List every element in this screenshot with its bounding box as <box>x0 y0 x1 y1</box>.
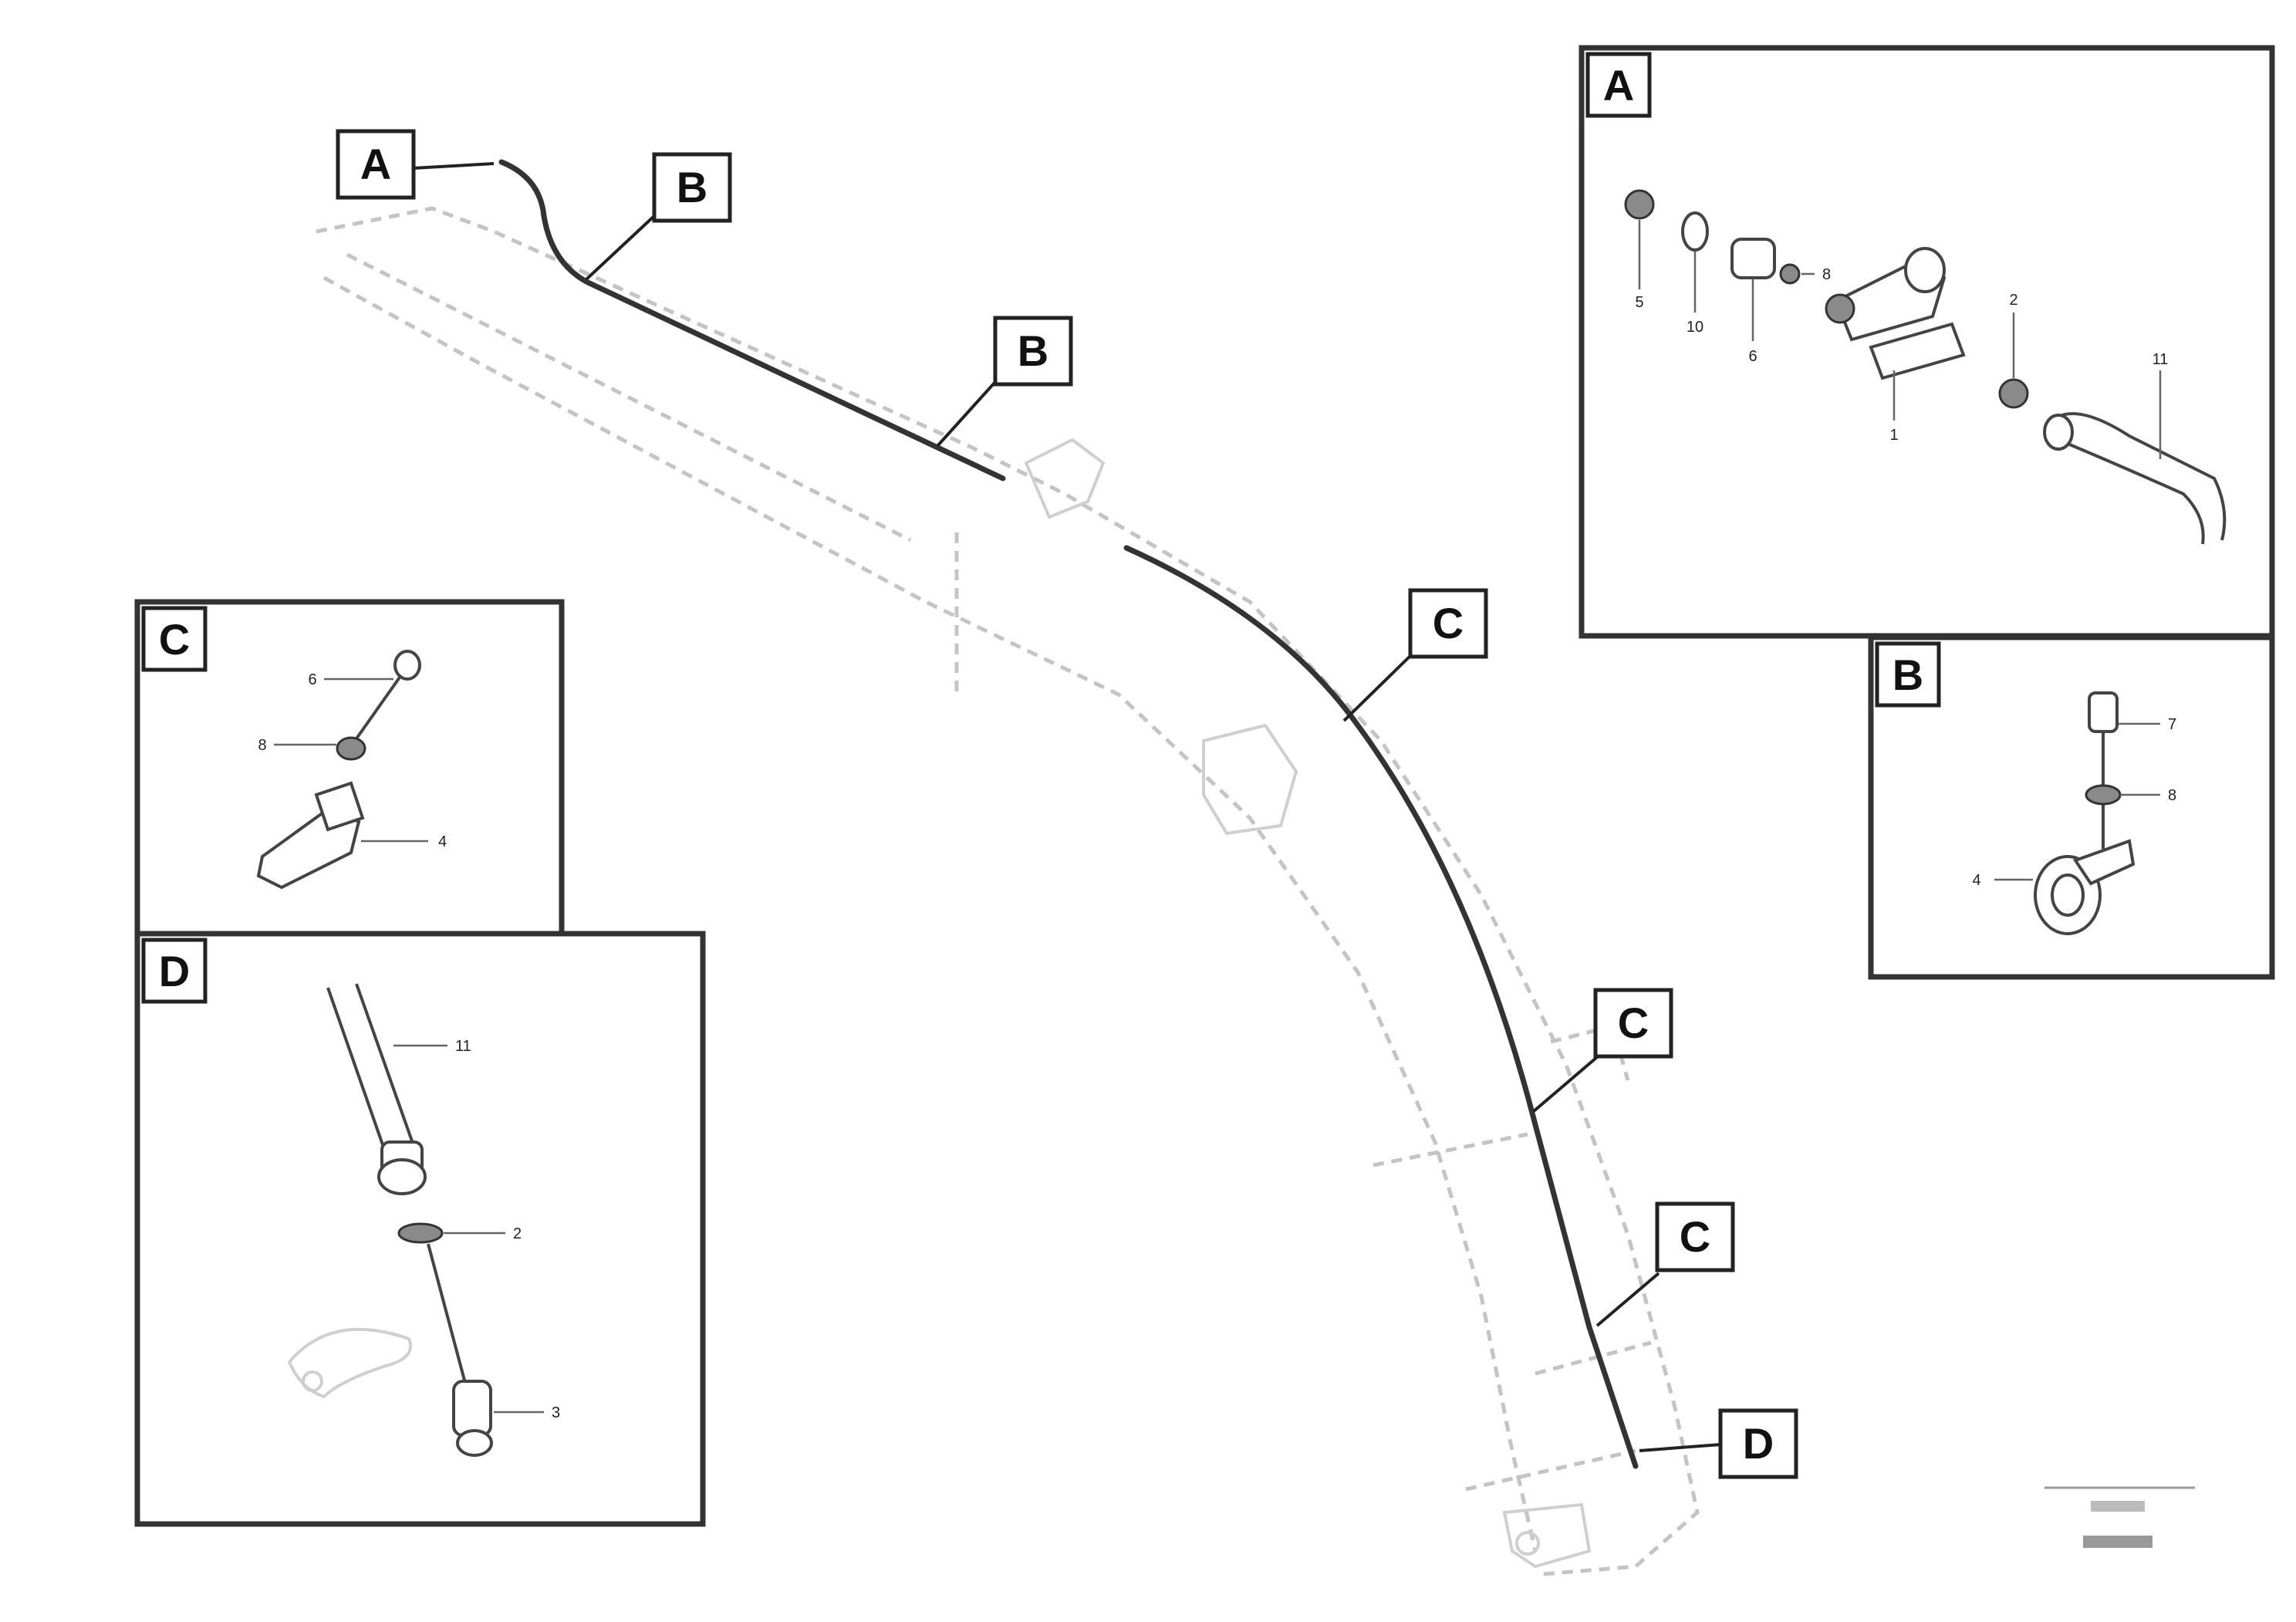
detail-view-b: B 7 8 4 <box>1868 634 2275 980</box>
detail-c-label: C <box>159 615 190 664</box>
washer-part <box>397 1222 444 1244</box>
washer-part <box>336 736 366 761</box>
detail-view-a: A 5 10 6 8 1 2 11 <box>1578 45 2275 639</box>
detail-d-label: D <box>159 947 190 995</box>
svg-text:11: 11 <box>455 1038 471 1055</box>
hydraulic-pipe <box>498 159 1639 1469</box>
clamp-plate-part <box>1869 322 1966 380</box>
washer-part <box>1681 211 1709 252</box>
svg-text:8: 8 <box>1822 266 1831 283</box>
detail-view-d: D 11 2 3 <box>134 931 706 1527</box>
detail-view-c: C 6 8 4 <box>134 599 565 943</box>
reference-stamp <box>2044 1486 2195 1548</box>
main-callouts: A B B C C C D <box>336 129 1798 1479</box>
coupling-part <box>452 1380 492 1437</box>
spacer-part <box>1998 378 2029 409</box>
svg-text:7: 7 <box>2168 716 2176 733</box>
nut-part <box>1624 189 1655 220</box>
svg-text:11: 11 <box>2152 351 2169 368</box>
bushing-part <box>1730 238 1776 279</box>
washer-small-part <box>1779 263 1801 285</box>
svg-text:4: 4 <box>438 833 447 850</box>
callout-c-2: C <box>1618 999 1649 1047</box>
callout-d: D <box>1743 1419 1774 1468</box>
svg-text:6: 6 <box>1748 348 1757 365</box>
svg-text:2: 2 <box>513 1225 522 1242</box>
svg-text:3: 3 <box>552 1404 560 1421</box>
svg-text:1: 1 <box>1889 427 1898 444</box>
svg-text:6: 6 <box>308 671 316 688</box>
bolt-part <box>2088 691 2119 733</box>
svg-text:8: 8 <box>258 737 266 754</box>
svg-text:10: 10 <box>1687 319 1703 336</box>
detail-a-label: A <box>1603 61 1634 110</box>
svg-text:5: 5 <box>1635 294 1643 311</box>
callout-b-1: B <box>677 163 707 211</box>
svg-text:4: 4 <box>1972 872 1980 889</box>
washer-part <box>2085 784 2122 806</box>
mounting-bracket-outline <box>287 1327 412 1399</box>
callout-b-2: B <box>1018 326 1048 375</box>
bolt-head-part <box>393 650 421 681</box>
svg-text:8: 8 <box>2168 787 2176 804</box>
svg-text:2: 2 <box>2009 292 2017 309</box>
callout-c-1: C <box>1433 599 1464 647</box>
detail-b-label: B <box>1893 650 1923 699</box>
callout-c-3: C <box>1680 1212 1710 1261</box>
callout-a: A <box>360 140 391 188</box>
